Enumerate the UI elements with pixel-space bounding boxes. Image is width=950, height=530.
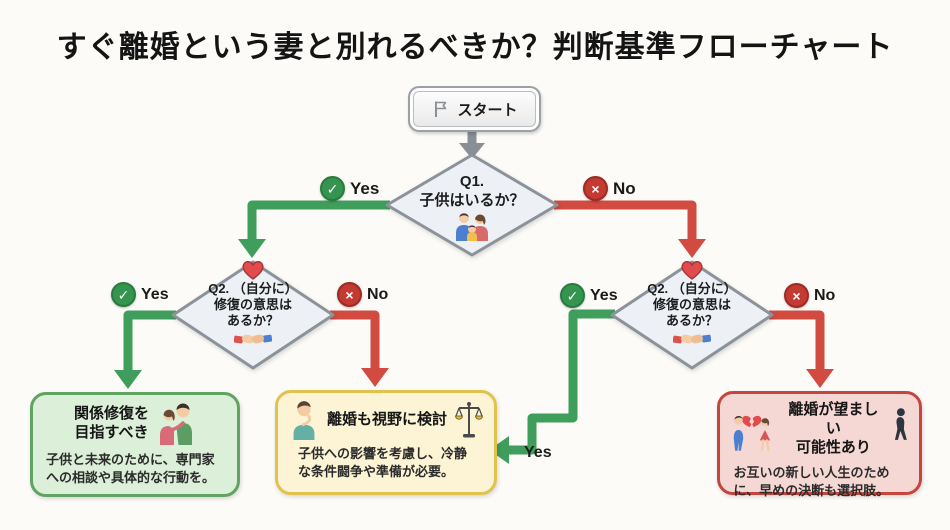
- repair-title: 関係修復を 目指すべき: [74, 405, 149, 443]
- q2-right-diamond: [610, 260, 774, 370]
- check-icon: ✓: [111, 282, 136, 307]
- check-icon: ✓: [320, 176, 345, 201]
- heart-icon: [681, 261, 703, 280]
- consider-body: 子供への影響を考慮し、冷静な条件闘争や準備が必要。: [298, 446, 468, 480]
- no-text: No: [814, 286, 836, 304]
- no-text: No: [613, 178, 636, 198]
- consider-title: 離婚も視野に検討: [326, 410, 447, 428]
- walking-person-icon: [895, 408, 908, 440]
- outcome-repair: 関係修復を 目指すべき 子供と未来のために、専門家への相談や具体的な行動を。: [30, 392, 240, 497]
- no-text: No: [367, 285, 389, 303]
- outcome-divorce: 離婚が望ましい 可能性あり お互いの新しい人生のために、早めの決断も選択肢。: [717, 391, 922, 498]
- edge-q1-no: [554, 200, 706, 258]
- yes-text: Yes: [590, 286, 618, 304]
- divorce-body: お互いの新しい人生のために、早めの決断も選択肢。: [733, 465, 890, 499]
- q2-line3: あるか？: [665, 313, 718, 328]
- q2-right-node: Q2. （自分に） 修復の意思は あるか？: [612, 257, 772, 349]
- divorce-title-line2: 可能性あり: [795, 438, 871, 456]
- thinking-person-icon: [293, 401, 315, 440]
- no-label-q2-left: × No: [337, 282, 388, 307]
- yes-text: Yes: [350, 178, 380, 198]
- q2-left-diamond: [171, 260, 335, 370]
- edge-q2left-yes: [114, 310, 176, 389]
- q1-node: Q1. 子供はいるか？: [392, 172, 552, 242]
- edge-q1-yes: [238, 200, 390, 258]
- yes-label-bottom: Yes: [524, 444, 552, 461]
- q2-line2: 修復の意思は: [652, 297, 731, 312]
- hugging-couple-icon: [160, 403, 192, 445]
- edge-q2right-yes: [489, 309, 615, 464]
- yes-text: Yes: [141, 285, 169, 303]
- q2-line1: Q2. （自分に）: [208, 281, 298, 296]
- family-icon: [456, 213, 488, 241]
- flag-icon: [435, 101, 447, 117]
- handshake-icon: [234, 334, 272, 344]
- no-label-q1: × No: [583, 176, 636, 201]
- repair-title-line2: 目指すべき: [74, 424, 149, 441]
- yes-label-q2-right: ✓ Yes: [560, 283, 618, 308]
- x-icon: ×: [583, 176, 608, 201]
- check-icon: ✓: [560, 283, 585, 308]
- q2-left-node: Q2. （自分に） 修復の意思は あるか？: [173, 257, 333, 349]
- edge-q2right-no: [769, 310, 834, 388]
- repair-title-line1: 関係修復を: [73, 405, 149, 423]
- breakup-couple-icon: [733, 416, 771, 452]
- q1-diamond: [385, 153, 559, 257]
- page-title: すぐ離婚という妻と別れるべきか？判断基準フローチャート: [56, 31, 894, 64]
- x-icon: ×: [337, 282, 362, 307]
- yes-label-q2-left: ✓ Yes: [111, 282, 169, 307]
- scales-icon: [454, 402, 484, 438]
- outcome-consider: 離婚も視野に検討 子供への影響を考慮し、冷静な条件闘争や準備が必要。: [275, 390, 497, 495]
- q2-line3: あるか？: [226, 313, 279, 328]
- handshake-icon: [673, 334, 711, 344]
- edge-q2left-no: [330, 310, 389, 387]
- divorce-title-line1: 離婚が望ましい: [788, 401, 879, 437]
- q1-question: 子供はいるか？: [419, 192, 525, 209]
- q2-line1: Q2. （自分に）: [647, 281, 737, 296]
- heart-icon: [242, 261, 264, 280]
- q1-number: Q1.: [459, 173, 485, 190]
- start-node: スタート: [408, 86, 541, 132]
- start-label: スタート: [457, 101, 518, 119]
- x-icon: ×: [784, 283, 809, 308]
- no-label-q2-right: × No: [784, 283, 835, 308]
- q2-line2: 修復の意思は: [213, 297, 292, 312]
- yes-label-q1: ✓ Yes: [320, 176, 379, 201]
- divorce-title: 離婚が望ましい 可能性あり: [781, 401, 885, 457]
- repair-body: 子供と未来のために、専門家への相談や具体的な行動を。: [46, 452, 216, 486]
